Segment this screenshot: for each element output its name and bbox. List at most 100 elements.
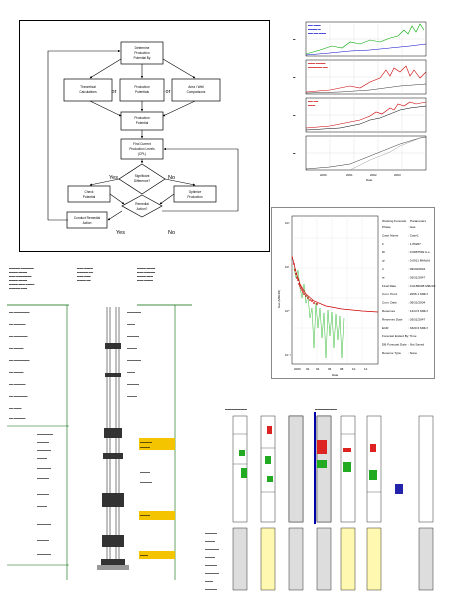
legend-key-3: Di	[382, 250, 385, 254]
svg-text:▬▬▬▬▬▬: ▬▬▬▬▬▬	[140, 482, 152, 484]
svg-text:▬▬ ▬▬▬▬▬▬▬: ▬▬ ▬▬▬▬▬▬▬	[9, 336, 28, 338]
svg-text:▬▬▬▬▬▬▬: ▬▬▬▬▬▬▬	[205, 573, 219, 575]
comparisons-line-1: Area / Well	[188, 85, 204, 89]
legend-key-8: Cum. Prod.	[382, 292, 398, 296]
legend-key-11: Reserves Date	[382, 317, 403, 321]
conduct-line-1: Conduct Remedial	[74, 216, 101, 220]
svg-text:▬▬ ▬▬▬▬▬▬: ▬▬ ▬▬▬▬▬▬	[9, 384, 26, 386]
svg-text:▬▬▬▬▬▬▬: ▬▬▬▬▬▬▬	[37, 468, 51, 470]
legend-value-4: : 0.0911 MMcf/d	[408, 259, 430, 263]
cpl-line-2: Production Levels	[129, 147, 155, 151]
svg-text:▬▬▬▬ ▬: ▬▬▬▬ ▬	[308, 28, 321, 31]
svg-text:▬▬▬▬▬: ▬▬▬▬▬	[205, 541, 215, 543]
svg-text:▬▬▬▬▬▬: ▬▬▬▬▬▬	[127, 384, 139, 386]
perforation-markers	[139, 438, 175, 559]
svg-text:▬▬▬▬▬▬: ▬▬▬▬▬▬	[205, 565, 217, 567]
cpl-line-1: Find Current	[133, 142, 151, 146]
svg-text:▬▬▬▬ ▬▬▬▬: ▬▬▬▬ ▬▬▬▬	[137, 268, 156, 270]
svg-text:▬▬▬▬▬ ▬▬▬▬▬▬: ▬▬▬▬▬ ▬▬▬▬▬▬	[9, 268, 34, 270]
svg-text:▬▬▬▬: ▬▬▬▬	[205, 581, 213, 583]
svg-text:▬▬ ▬▬▬▬▬▬▬▬: ▬▬ ▬▬▬▬▬▬▬▬	[9, 312, 30, 314]
svg-text:02: 02	[306, 367, 310, 371]
svg-text:▬▬▬ ▬▬▬: ▬▬▬ ▬▬▬	[77, 276, 92, 278]
svg-text:▬▬▬▬▬▬▬: ▬▬▬▬▬▬▬	[37, 554, 51, 556]
svg-text:▬▬▬▬▬▬: ▬▬▬▬▬▬	[37, 478, 49, 480]
svg-text:▬▬▬▬▬: ▬▬▬▬▬	[37, 458, 47, 460]
optimize-box	[173, 185, 217, 203]
completion-equipment	[101, 343, 125, 565]
svg-text:▬▬▬▬ ▬▬: ▬▬▬▬ ▬▬	[77, 280, 92, 282]
svg-text:▬▬▬▬▬▬▬: ▬▬▬▬▬▬▬	[37, 450, 51, 452]
svg-text:▬▬▬▬: ▬▬▬▬	[127, 372, 135, 374]
legend-header-1: Working Forecast	[382, 219, 406, 223]
theoretical-line-2: Calculations	[79, 90, 97, 94]
legend-key-9: Cum. Date	[382, 301, 397, 305]
wellbore-svg: ▬▬▬▬▬ ▬▬▬▬▬▬▬▬▬▬ ▬▬▬▬ ▬▬▬ ▬▬▬▬▬▬▬▬▬▬▬ ▬▬…	[7, 268, 192, 580]
start-line-3: Potential By	[133, 56, 150, 60]
svg-text:▬▬▬▬▬▬ ▬▬: ▬▬▬▬▬▬ ▬▬	[308, 66, 328, 69]
legend-value-5: : 09/30/2004	[408, 267, 425, 271]
or-label-2: or	[166, 89, 171, 95]
svg-text:▬▬▬▬▬▬: ▬▬▬▬▬▬	[127, 336, 139, 338]
svg-text:▬▬ ▬▬▬▬▬▬▬: ▬▬ ▬▬▬▬▬▬▬	[9, 396, 28, 398]
svg-text:▬▬▬ ▬▬▬▬: ▬▬▬ ▬▬▬▬	[308, 62, 326, 65]
optimize-line-2: Production	[187, 195, 202, 199]
svg-text:▬: ▬	[293, 76, 296, 79]
no-label-1: No	[168, 175, 175, 181]
svg-text:▬▬ ▬▬: ▬▬ ▬▬	[308, 100, 319, 103]
theoretical-line-1: Theoretical	[80, 85, 96, 89]
legend-value-1: : Case1	[408, 233, 419, 237]
log-green-zones	[239, 450, 377, 482]
check-line-2: Potential	[83, 195, 96, 199]
legend-value-8: : 2006.1 MMcf	[408, 292, 428, 296]
svg-text:08: 08	[340, 367, 344, 371]
legend-header-2: Parameters	[410, 219, 426, 223]
wellbore-schematic: ▬▬▬▬▬ ▬▬▬▬▬▬▬▬▬▬ ▬▬▬▬ ▬▬▬ ▬▬▬▬▬▬▬▬▬▬▬ ▬▬…	[7, 263, 192, 580]
svg-text:▬▬▬▬: ▬▬▬▬	[127, 324, 135, 326]
svg-text:2000: 2000	[320, 173, 327, 177]
production-optimization-flowchart: Determine Production Potential By Theore…	[19, 20, 270, 252]
svg-text:▬▬▬▬▬▬: ▬▬▬▬▬▬	[205, 533, 217, 535]
svg-text:▬▬▬: ▬▬▬	[308, 104, 316, 107]
svg-text:12: 12	[364, 367, 368, 371]
svg-text:10: 10	[352, 367, 356, 371]
potentials-line-1: Production	[134, 85, 149, 89]
svg-text:▬▬▬▬▬: ▬▬▬▬▬	[140, 472, 150, 474]
svg-text:▬▬▬▬▬▬▬: ▬▬▬▬▬▬▬	[127, 312, 141, 314]
svg-text:06: 06	[328, 367, 332, 371]
svg-text:▬▬ ▬▬▬▬▬▬: ▬▬ ▬▬▬▬▬▬	[9, 324, 26, 326]
check-box	[67, 185, 111, 203]
legend-key-2: b	[382, 242, 384, 246]
svg-text:▬▬▬▬▬: ▬▬▬▬▬	[127, 348, 137, 350]
check-line-1: Check	[84, 190, 93, 194]
svg-text:▬▬▬▬▬: ▬▬▬▬▬	[140, 515, 150, 517]
svg-text:▬▬▬▬: ▬▬▬▬	[140, 555, 148, 557]
svg-text:▬▬▬▬▬▬: ▬▬▬▬▬▬	[205, 589, 217, 591]
legend-value-2: : 1.05267	[408, 242, 421, 246]
remedial-line-1: Remedial	[135, 202, 149, 206]
svg-text:▬▬▬▬▬▬: ▬▬▬▬▬▬	[140, 442, 152, 444]
svg-text:10²: 10²	[285, 221, 289, 225]
yes-label-2: Yes	[116, 230, 125, 236]
svg-text:▬▬▬ ▬▬▬▬▬: ▬▬▬ ▬▬▬▬▬	[137, 272, 156, 274]
svg-text:2003: 2003	[394, 173, 401, 177]
legend-key-6: te	[382, 275, 385, 279]
svg-text:▬▬▬▬▬: ▬▬▬▬▬	[140, 447, 150, 449]
legend-key-7: Final Rate	[382, 284, 396, 288]
svg-text:▬▬ ▬▬▬▬▬▬: ▬▬ ▬▬▬▬▬▬	[9, 418, 26, 420]
production-plots-svg: ▬▬ ▬▬▬▬▬▬▬ ▬▬▬ ▬▬ ▬▬▬ ▬▬▬ ▬▬▬▬▬▬▬▬▬▬ ▬▬ …	[293, 21, 427, 182]
svg-text:▬: ▬	[293, 114, 296, 117]
diamond-line-2: Difference?	[134, 179, 150, 183]
legend-key-15: Reserve Type	[382, 351, 401, 355]
production-history-plots: ▬▬ ▬▬▬▬▬▬▬ ▬▬▬ ▬▬ ▬▬▬ ▬▬▬ ▬▬▬▬▬▬▬▬▬▬ ▬▬ …	[290, 20, 437, 183]
no-label-2: No	[168, 230, 175, 236]
svg-text:▬▬▬▬▬▬: ▬▬▬▬▬▬	[37, 494, 49, 496]
svg-text:▬▬▬▬▬▬: ▬▬▬▬▬▬	[37, 540, 49, 542]
svg-text:▬▬▬▬ ▬▬▬▬: ▬▬▬▬ ▬▬▬▬	[9, 272, 28, 274]
or-label-1: or	[112, 89, 117, 95]
legend-key-0: Phase	[382, 225, 391, 229]
legend-key-5: ti	[382, 267, 384, 271]
svg-text:▬▬▬ ▬▬▬▬▬▬▬: ▬▬▬ ▬▬▬▬▬▬▬	[9, 276, 32, 278]
conduct-box	[66, 211, 108, 229]
start-line-1: Determine	[135, 46, 150, 50]
